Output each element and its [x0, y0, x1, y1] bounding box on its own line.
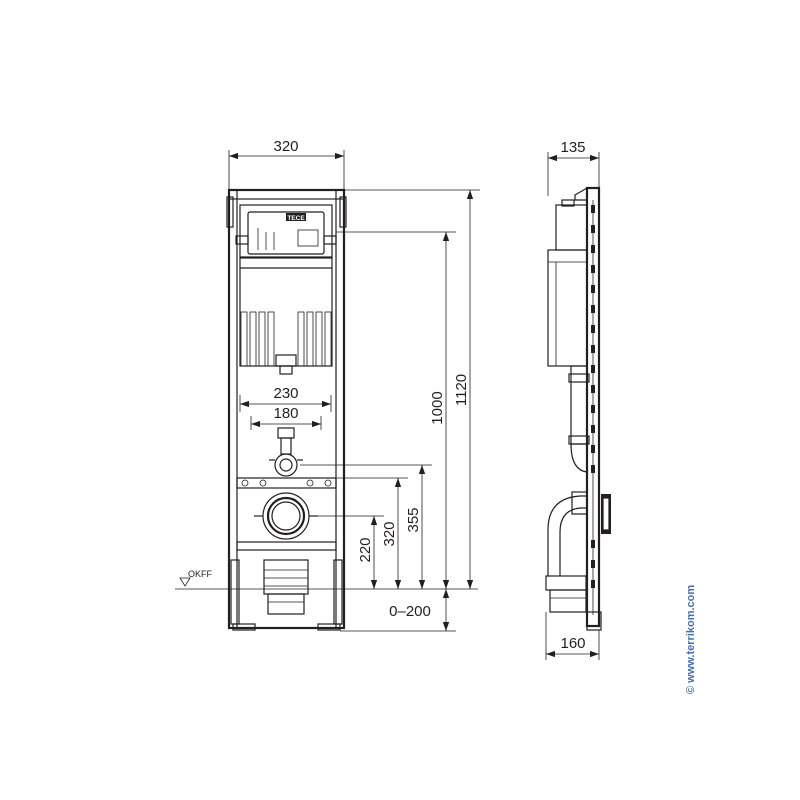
side-view: 135 160 [545, 139, 611, 660]
right-bracket [339, 196, 347, 228]
cistern-ribs-left [240, 311, 275, 367]
side-flush-pipe [570, 365, 588, 445]
dim-160-label: 160 [560, 635, 585, 652]
top-rail [228, 189, 345, 200]
brand-badge-text: TECE [287, 215, 305, 222]
brand-badge [286, 213, 306, 221]
dim-230-label: 230 [273, 385, 298, 402]
dim-0-200-label: 0–200 [389, 603, 431, 620]
left-bracket [226, 196, 234, 228]
floor-level-label: OKFF [188, 569, 213, 579]
side-cistern-body [547, 249, 588, 367]
water-inlet [274, 453, 298, 477]
mounting-crossbar [236, 477, 337, 489]
right-foot [333, 559, 343, 625]
floor-level-symbol [179, 577, 191, 587]
dim-1000-label: 1000 [429, 391, 446, 424]
cistern-ribs-right [297, 311, 332, 367]
dim-320-vertical-label: 320 [381, 521, 398, 546]
dim-355-label: 355 [405, 507, 422, 532]
dim-180-label: 180 [273, 405, 298, 422]
side-cistern-top [555, 204, 588, 251]
drain-connection [262, 492, 310, 540]
dim-220-label: 220 [357, 537, 374, 562]
cistern-panel [239, 204, 333, 258]
front-view: TECE [226, 188, 347, 631]
left-foot [230, 559, 240, 625]
front-dimensions: 320 230 180 1120 1000 355 320 220 [175, 138, 480, 632]
watermark-text: © www.terrikom.com [685, 585, 697, 694]
side-drain-pipe [545, 575, 587, 591]
side-drain-bend [547, 495, 587, 576]
dim-320-label: 320 [273, 138, 298, 155]
dim-1120-label: 1120 [453, 374, 470, 406]
side-rail-holes [591, 205, 595, 588]
dim-135-label: 135 [560, 139, 585, 156]
